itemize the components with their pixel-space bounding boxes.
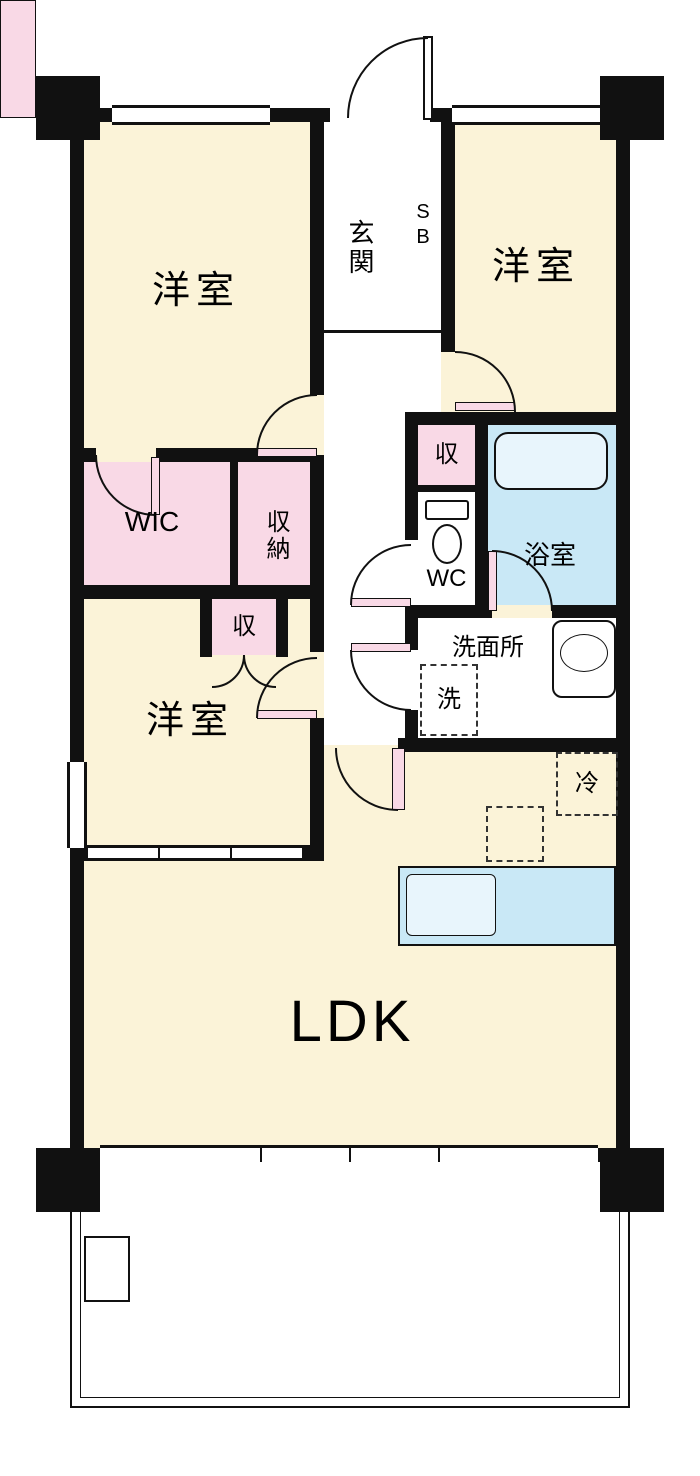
wall-segment [552,605,630,618]
label-closet-small-lower: 収 [232,613,256,640]
wall-segment [300,845,324,861]
wall-segment [230,455,238,592]
sliding-partition-bedroom-ldk [88,845,302,861]
wall-segment [405,412,630,425]
door-arc-ldk [335,747,399,811]
entrance-step-line [324,330,441,333]
label-entrance: 玄関 [345,219,375,277]
door-arc-bedroom-bottom [256,657,318,719]
door-arc-closet-bifold-right [243,654,277,688]
wall-segment [84,448,96,462]
label-bathroom: 浴室 [523,540,576,570]
door-arc-bedroom-top-left [256,394,318,456]
cupboard-space [486,806,544,862]
label-bedroom-top-left: 洋室 [151,270,240,312]
window-mullion [438,1148,440,1162]
wall-segment [405,605,492,618]
label-closet: 収納 [262,509,289,563]
room-closet [238,462,312,585]
wall-segment [616,108,630,1162]
window-mullion [349,1148,351,1162]
pillar-top-right [600,76,664,140]
window-bedroom-bottom-side [67,762,87,848]
label-shoe-box: SB [412,201,434,251]
door-arc-bathroom [491,550,553,612]
label-refrigerator: 冷 [575,770,599,797]
label-bedroom-top-right: 洋室 [491,246,580,288]
wall-segment [310,718,324,858]
door-leaf-ldk [392,748,405,810]
partition-mullion [230,848,232,858]
closet-small-lower [212,599,276,655]
closet-small-upper [418,425,475,485]
pillar-top-left [36,76,100,140]
wall-segment [405,710,418,738]
wall-segment [441,122,455,352]
vanity-bowl [560,634,608,672]
wall-segment [310,122,324,395]
door-arc-wc [350,544,412,606]
pillar-bottom-left [36,1148,100,1212]
window-mullion [260,1148,262,1162]
door-arc-entrance [347,37,429,119]
label-washer: 洗 [437,686,461,713]
refrigerator-space [556,752,618,816]
balcony-inner-line [80,1162,620,1398]
door-arc-wic [95,454,157,516]
pillar-bottom-right [600,1148,664,1212]
shoe-box [0,0,36,118]
bathtub [494,432,608,490]
kitchen-sink [406,874,496,936]
door-arc-bedroom-top-right [454,351,516,413]
window-bedroom-top-right [452,105,600,125]
door-arc-washroom [350,649,412,711]
balcony [70,1162,630,1408]
label-washroom: 洗面所 [452,634,524,661]
window-bedroom-top-left [112,105,270,125]
wall-segment [200,599,212,657]
wall-segment [84,585,310,599]
label-closet-small-upper: 収 [434,441,459,468]
toilet-tank [425,500,469,520]
label-bedroom-bottom: 洋室 [145,700,234,742]
wall-segment [475,425,488,612]
label-wc: WC [426,565,467,592]
entrance-door-opening [330,108,430,122]
door-leaf-washroom [351,643,411,652]
washer-space [420,664,478,736]
wall-segment [398,738,630,752]
wall-segment [418,485,475,492]
wall-segment [310,455,324,652]
wall-segment [70,108,84,1162]
door-arc-closet-bifold-left [211,654,245,688]
wall-segment [405,425,418,540]
label-wic: WIC [124,506,180,537]
balcony-utility-box [84,1236,130,1302]
toilet-bowl [432,524,462,564]
partition-mullion [158,848,160,858]
wall-segment [276,599,288,657]
label-ldk: LDK [289,989,415,1054]
